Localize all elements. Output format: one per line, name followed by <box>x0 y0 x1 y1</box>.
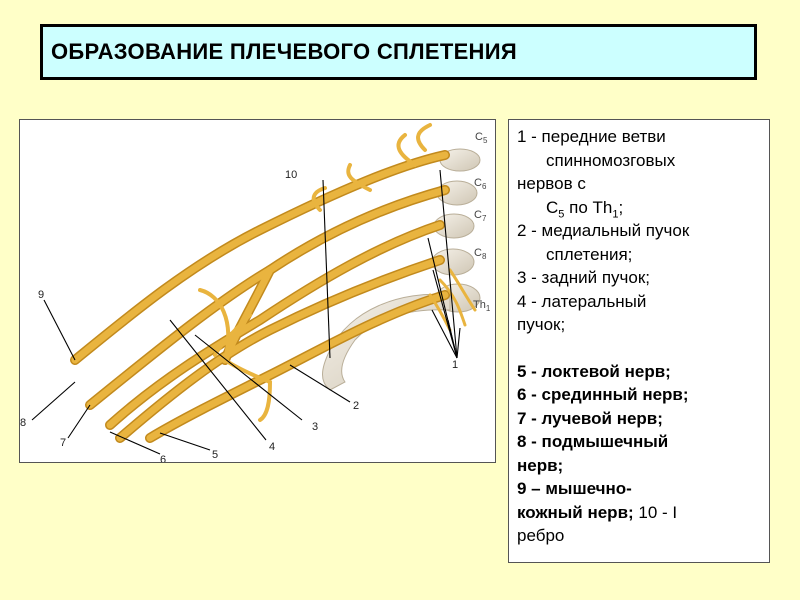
leader-lines <box>31 169 461 455</box>
legend-panel: 1 - передние ветви спинномозговых нервов… <box>508 119 770 563</box>
legend-item-4: 4 - латеральный пучок; <box>517 291 647 335</box>
page-title: ОБРАЗОВАНИЕ ПЛЕЧЕВОГО СПЛЕТЕНИЯ <box>51 39 517 64</box>
label-c7: C7 <box>474 209 487 223</box>
label-5: 5 <box>212 449 218 461</box>
plexus-drawing: C5 C6 C7 C8 Th1 1 2 3 4 5 6 7 8 9 10 <box>20 123 491 463</box>
nerves <box>70 123 477 443</box>
title-box: ОБРАЗОВАНИЕ ПЛЕЧЕВОГО СПЛЕТЕНИЯ <box>40 24 757 80</box>
label-6: 6 <box>160 454 166 463</box>
legend-c5-th1: С5 по Th1; <box>546 197 624 220</box>
brachial-plexus-illustration: C5 C6 C7 C8 Th1 1 2 3 4 5 6 7 8 9 10 <box>19 119 496 463</box>
label-c8: C8 <box>474 247 487 261</box>
legend-spacer <box>517 337 761 360</box>
legend-item-9: 9 – мышечно- кожный нерв; 10 - I ребро <box>517 479 678 545</box>
label-2: 2 <box>353 400 359 412</box>
label-c6: C6 <box>474 177 487 191</box>
legend-item-2: 2 - медиальный пучок сплетения; <box>517 221 690 264</box>
label-3: 3 <box>312 421 318 433</box>
label-9: 9 <box>38 289 44 301</box>
label-th1: Th1 <box>473 299 491 313</box>
label-7: 7 <box>60 437 66 449</box>
label-c5: C5 <box>475 131 488 145</box>
legend-item-8: 8 - подмышечный нерв; <box>517 432 669 475</box>
legend-item-1: 1 - передние ветви спинномозговых нервов… <box>517 125 761 219</box>
legend-item-7: 7 - лучевой нерв; <box>517 408 663 428</box>
vertebra-labels: C5 C6 C7 C8 Th1 <box>473 131 491 313</box>
legend-item-3: 3 - задний пучок; <box>517 268 651 287</box>
label-8: 8 <box>20 417 26 429</box>
label-1: 1 <box>452 359 458 371</box>
number-labels: 1 2 3 4 5 6 7 8 9 10 <box>20 169 458 463</box>
legend-item-10: ребро <box>517 526 565 545</box>
label-4: 4 <box>269 441 275 453</box>
legend-item-5: 5 - локтевой нерв; <box>517 361 671 381</box>
label-10: 10 <box>285 169 297 181</box>
legend-item-6: 6 - срединный нерв; <box>517 385 689 404</box>
